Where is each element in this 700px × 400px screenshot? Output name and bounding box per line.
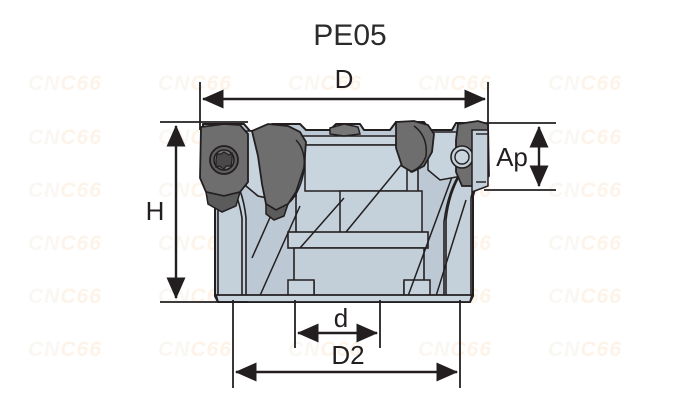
insert-left-front-relief (205, 190, 242, 213)
dim-D2-label: D2 (331, 340, 364, 370)
insert-left-center-face (289, 139, 306, 203)
dimension-D-group: D (199, 64, 489, 130)
right-lip-slot-marks (476, 133, 488, 183)
insert-left-center-tip (265, 202, 290, 221)
insert-top-center-small (329, 123, 361, 137)
dimension-d-group: d (294, 300, 381, 348)
torx-screw-left (209, 145, 239, 175)
bore-flange-plate (287, 231, 429, 249)
drawing-title: PE05 (313, 19, 386, 52)
dim-d-label: d (334, 303, 348, 333)
dim-Ap-label: Ap (496, 142, 528, 172)
bore-counterbore-recess (304, 144, 408, 192)
dimension-D2-group: D2 (232, 300, 461, 388)
bore-mid-step (339, 190, 423, 234)
screw-right (450, 145, 474, 169)
base-rim (214, 294, 474, 303)
insert-right-center-shadow (409, 125, 427, 173)
dim-H-label: H (146, 196, 165, 226)
dimension-Ap-group: Ap (484, 122, 556, 191)
dim-D-label: D (335, 64, 354, 94)
cutter-body-group (199, 120, 490, 303)
right-outer-lip (471, 129, 489, 194)
insert-left-center (250, 123, 307, 212)
torx-star-icon (215, 151, 233, 170)
